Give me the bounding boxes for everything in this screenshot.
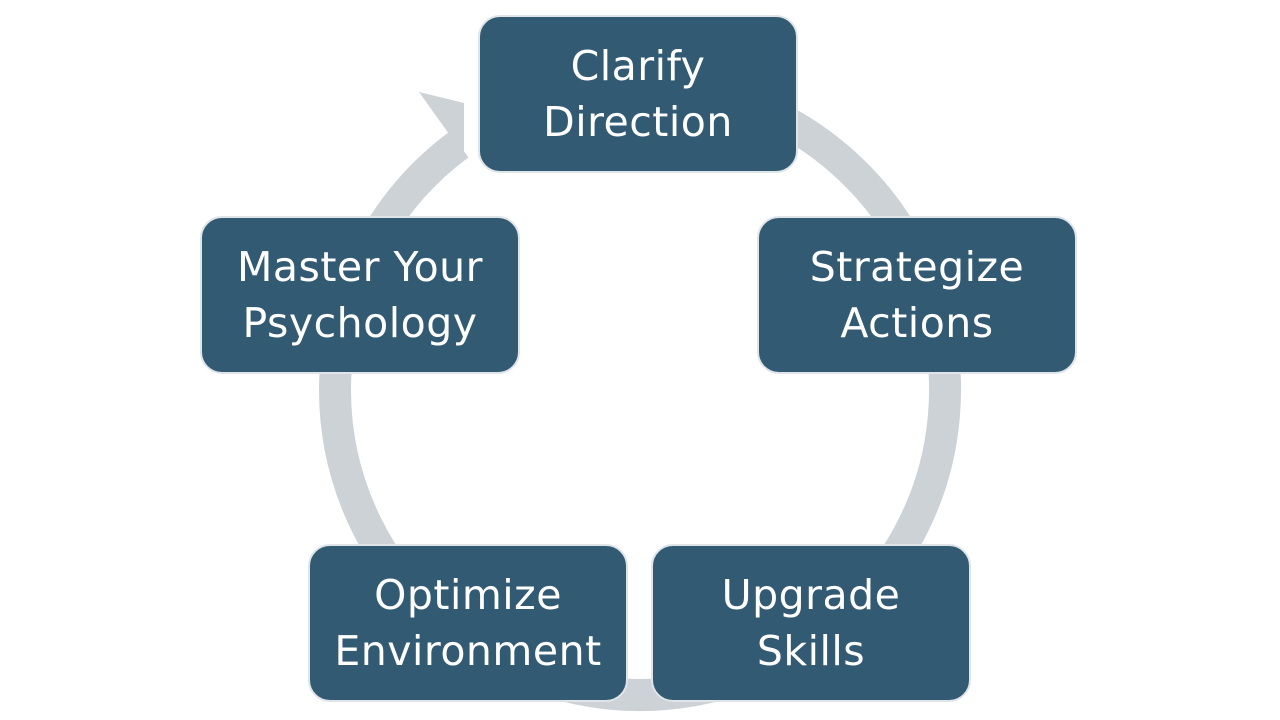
step-label-line2: Actions: [840, 299, 994, 347]
step-label-line1: Upgrade: [721, 571, 901, 619]
step-clarify-direction: Clarify Direction: [478, 15, 798, 173]
step-label-line1: Optimize: [374, 571, 562, 619]
step-master-your-psychology: Master Your Psychology: [200, 216, 520, 374]
step-label-line1: Strategize: [809, 243, 1025, 291]
step-label-line1: Clarify: [570, 42, 706, 90]
step-optimize-environment: Optimize Environment: [308, 544, 628, 702]
step-label-line2: Psychology: [242, 299, 478, 347]
step-label-line2: Skills: [756, 627, 866, 675]
step-upgrade-skills: Upgrade Skills: [651, 544, 971, 702]
step-label-line2: Direction: [543, 98, 733, 146]
cycle-arrowhead-icon: [419, 92, 464, 155]
step-label-line2: Environment: [334, 627, 602, 675]
step-strategize-actions: Strategize Actions: [757, 216, 1077, 374]
step-label-line1: Master Your: [236, 243, 484, 291]
